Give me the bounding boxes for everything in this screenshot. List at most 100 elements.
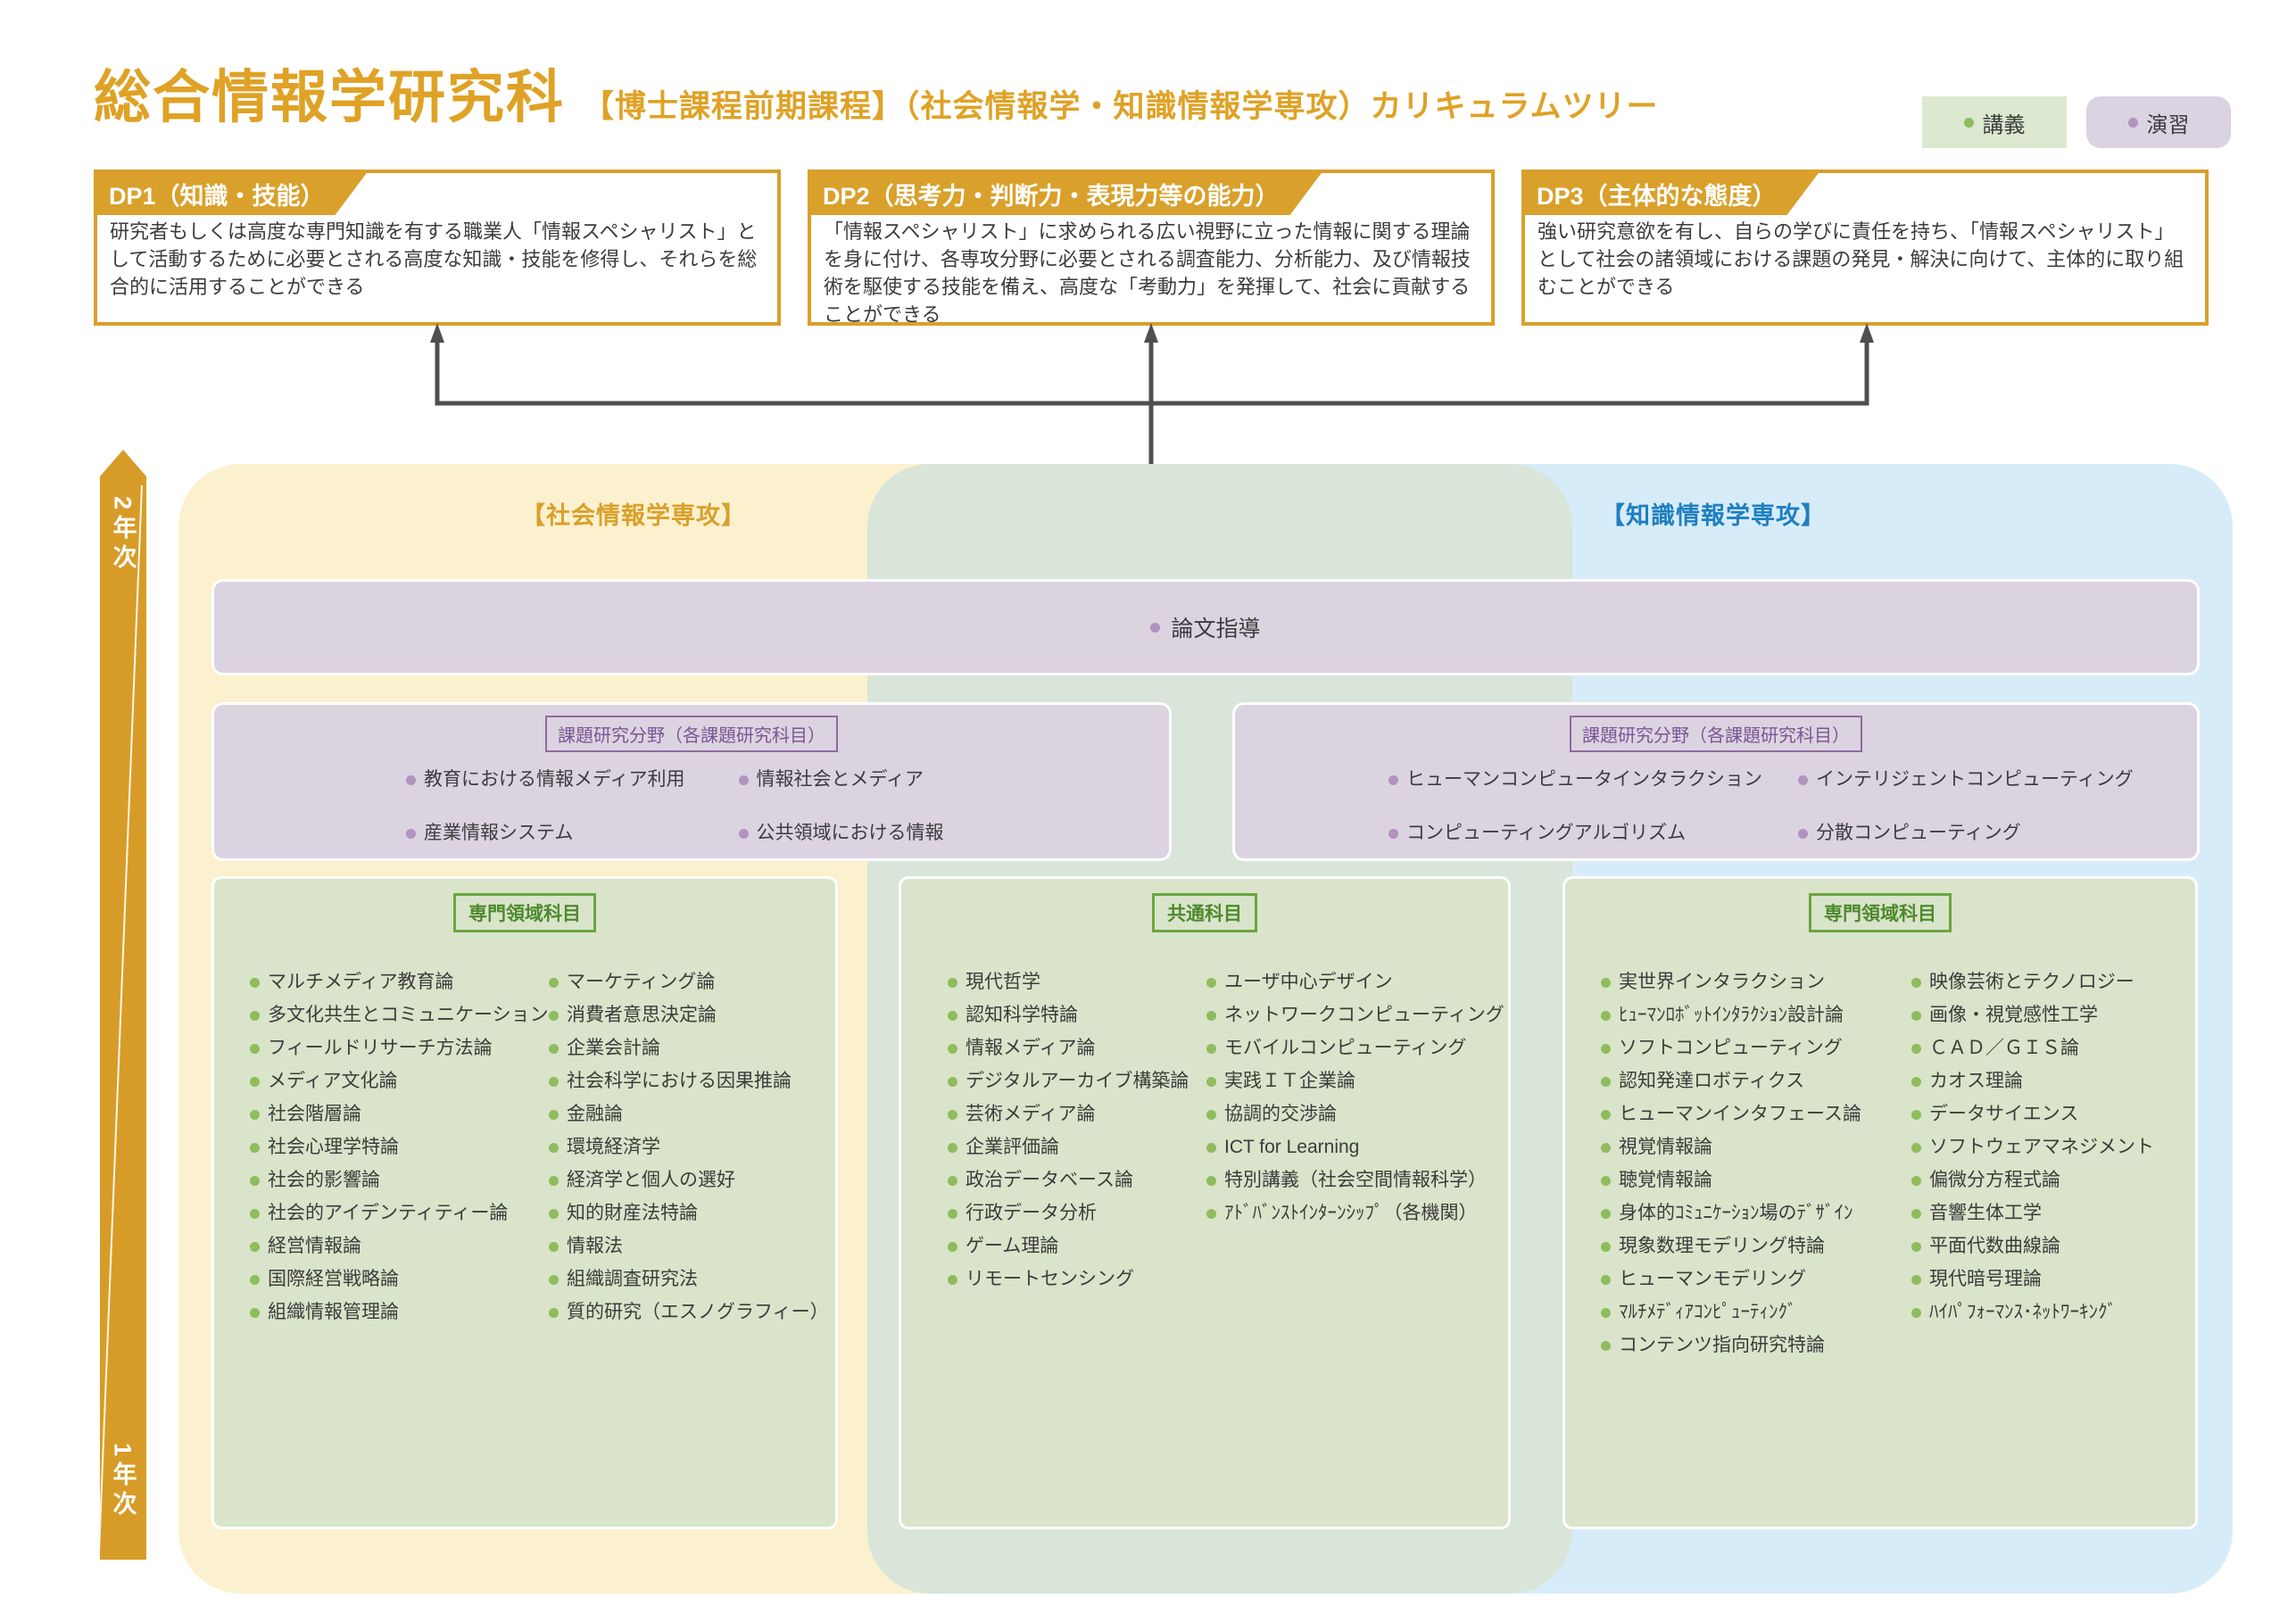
course-item: 経済学と個人の選好 [549,1171,829,1190]
research-column: ヒューマンコンピュータインタラクションコンピューティングアルゴリズム [1388,770,1762,843]
course-item: 情報メディア論 [948,1039,1189,1058]
course-item: 平面代数曲線論 [1911,1237,2154,1256]
course-item: ヒューマンモデリング [1601,1270,1861,1289]
course-item: 環境経済学 [549,1138,829,1157]
course-column: ユーザ中心デザインネットワークコンピューティングモバイルコンピューティング実践Ｉ… [1206,973,1504,1223]
course-item: ﾏﾙﾁﾒﾃﾞｨｱｺﾝﾋﾟｭｰﾃｨﾝｸﾞ [1601,1303,1861,1322]
course-item: 実世界インタラクション [1601,973,1861,992]
page-subtitle: 【博士課程前期課程】（社会情報学・知識情報学専攻）カリキュラムツリー [583,89,1659,124]
page-title: 総合情報学研究科 [94,65,565,129]
seminar-dot-icon [2127,117,2138,128]
lecture-dot-icon [250,1274,260,1285]
research-field-item: 教育における情報メディア利用 [406,770,685,790]
course-item: ﾊｲﾊﾟﾌｫｰﾏﾝｽ･ﾈｯﾄﾜｰｷﾝｸﾞ [1911,1303,2154,1322]
arrowhead-dp3 [1860,323,1874,343]
course-item: 質的研究（エスノグラフィー） [549,1303,829,1322]
course-column: マルチメディア教育論多文化共生とコミュニケーションフィールドリサーチ方法論メディ… [250,973,549,1322]
lecture-dot-icon [948,1109,957,1120]
course-item: 組織調査研究法 [549,1270,829,1289]
research-field-item: 分散コンピューティング [1798,824,2134,843]
course-item: 現代哲学 [948,973,1189,992]
course-item: ﾋｭｰﾏﾝﾛﾎﾞｯﾄｲﾝﾀﾗｸｼｮﾝ設計論 [1601,1006,1861,1025]
research-field-item: 公共領域における情報 [738,824,944,843]
course-item: 現象数理モデリング特論 [1601,1237,1861,1256]
course-item: 国際経営戦略論 [250,1270,549,1289]
research-field-item: ヒューマンコンピュータインタラクション [1388,770,1762,790]
research-field-item: コンピューティングアルゴリズム [1388,824,1762,843]
course-item: 身体的ｺﾐｭﾆｹｰｼｮﾝ場のﾃﾞｻﾞｲﾝ [1601,1204,1861,1223]
course-item: ソフトコンピューティング [1601,1039,1861,1058]
lecture-dot-icon [1206,1010,1216,1021]
course-item: コンテンツ指向研究特論 [1601,1336,1861,1355]
course-item: 社会的アイデンティティー論 [250,1204,549,1223]
lecture-dot-icon [1911,1307,1921,1318]
lecture-dot-icon [250,1010,260,1021]
lecture-dot-icon [1911,1109,1921,1120]
seminar-dot-icon [1798,828,1808,839]
lecture-dot-icon [948,1010,957,1021]
course-item: ＣＡＤ／ＧＩＳ論 [1911,1039,2154,1058]
course-item: ソフトウェアマネジメント [1911,1138,2154,1157]
lecture-dot-icon [948,1208,957,1219]
research-field-item: インテリジェントコンピューティング [1798,770,2134,790]
lecture-dot-icon [1601,1010,1611,1021]
course-item: ゲーム理論 [948,1237,1189,1256]
lecture-dot-icon [549,1175,559,1186]
course-item: フィールドリサーチ方法論 [250,1039,549,1058]
year-axis-divider [100,484,143,1560]
lecture-dot-icon [948,1175,957,1186]
research-field-items: 教育における情報メディア利用産業情報システム 情報社会とメディア公共領域における… [214,770,1169,843]
research-field-items: ヒューマンコンピュータインタラクションコンピューティングアルゴリズム インテリジ… [1235,770,2197,843]
course-item: 現代暗号理論 [1911,1270,2154,1289]
dp2-description: 「情報スペシャリスト」に求められる広い視野に立った情報に関する理論を身に付け、各… [824,220,1471,326]
course-item: ｱﾄﾞﾊﾞﾝｽﾄｲﾝﾀｰﾝｼｯﾌﾟ（各機関） [1206,1204,1504,1223]
lecture-dot-icon [1601,1340,1611,1351]
dp1-description: 研究者もしくは高度な専門知識を有する職業人「情報スペシャリスト」として活動するた… [110,220,758,298]
course-item: 知的財産法特論 [549,1204,829,1223]
lecture-dot-icon [1601,1109,1611,1120]
course-item: 社会的影響論 [250,1171,549,1190]
course-item: 協調的交渉論 [1206,1105,1504,1124]
course-item: ICT for Learning [1206,1138,1504,1157]
lecture-dot-icon [1206,1175,1216,1186]
lecture-dot-icon [1911,977,1921,988]
year-axis-bar: 2年次 1年次 [100,450,146,1560]
lecture-dot-icon [250,1142,260,1153]
course-item: 行政データ分析 [948,1204,1189,1223]
lecture-dot-icon [549,977,559,988]
lecture-dot-icon [1911,1010,1921,1021]
dp3-description: 強い研究意欲を有し、自らの学びに責任を持ち、「情報スペシャリスト」として社会の諸… [1538,220,2184,298]
legend: 講義 演習 [1922,96,2231,148]
lecture-dot-icon [1911,1175,1921,1186]
course-item: 企業評価論 [948,1138,1189,1157]
course-box-knowledge-specialized: 専門領域科目 実世界インタラクションﾋｭｰﾏﾝﾛﾎﾞｯﾄｲﾝﾀﾗｸｼｮﾝ設計論ソ… [1565,879,2195,1527]
social-major-title: 【社会情報学専攻】 [521,502,746,529]
year-2-label: 2年次 [109,496,137,575]
lecture-dot-icon [1206,977,1216,988]
lecture-dot-icon [948,1076,957,1087]
legend-seminar-label: 演習 [2146,112,2190,137]
course-item: 映像芸術とテクノロジー [1911,973,2154,992]
course-item: 聴覚情報論 [1601,1171,1861,1190]
dp3-box: DP3（主体的な態度） 強い研究意欲を有し、自らの学びに責任を持ち、「情報スペシ… [1521,170,2209,326]
legend-lecture-label: 講義 [1982,112,2026,137]
course-item: モバイルコンピューティング [1206,1039,1504,1058]
arrowhead-dp1 [430,323,444,343]
lecture-dot-icon [1206,1208,1216,1219]
lecture-dot-icon [549,1043,559,1054]
research-column: インテリジェントコンピューティング分散コンピューティング [1798,770,2134,843]
course-item: メディア文化論 [250,1072,549,1091]
lecture-dot-icon [1911,1142,1921,1153]
lecture-dot-icon [250,1241,260,1252]
course-item: ヒューマンインタフェース論 [1601,1105,1861,1124]
lecture-dot-icon [250,1043,260,1054]
research-column: 情報社会とメディア公共領域における情報 [738,770,944,843]
course-box-badge: 専門領域科目 [453,893,596,932]
course-item: カオス理論 [1911,1072,2154,1091]
lecture-dot-icon [1911,1043,1921,1054]
dp1-box: DP1（知識・技能） 研究者もしくは高度な専門知識を有する職業人「情報スペシャリ… [94,170,781,326]
lecture-dot-icon [549,1241,559,1252]
course-item: ユーザ中心デザイン [1206,973,1504,992]
seminar-dot-icon [406,828,416,839]
lecture-dot-icon [948,1241,957,1252]
